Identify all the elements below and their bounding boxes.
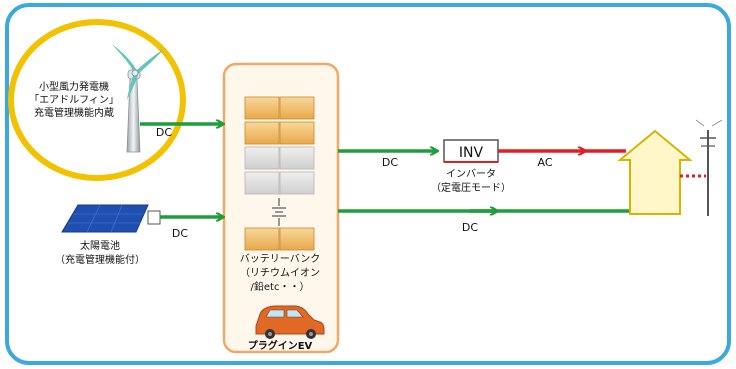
solar-controller-box [147,210,161,225]
battery-stack-icon [244,96,315,195]
ac-label: AC [537,156,552,169]
battery-connector-symbol [272,198,286,226]
battery-label-line2: （リチウムイオン [240,267,320,279]
inverter-box-label: INV [459,145,484,161]
wind-label-line2: 「エアドルフィン」 [29,94,119,106]
battery-to-inverter-dc-label: DC [382,156,398,169]
solar-label-line1: 太陽電池 [80,239,120,252]
wind-label-line1: 小型風力発電機 [39,80,109,93]
house-icon [617,129,693,215]
ev-label: プラグインEV [248,339,313,352]
solar-panel-icon [61,204,149,233]
outer-frame [5,3,731,365]
wind-turbine-icon [112,44,165,153]
wind-dc-label: DC [156,126,172,139]
inverter-label-line1: インバータ [446,168,496,180]
wind-label-line3: 充電管理機能内蔵 [34,106,114,119]
solar-label-line2: （充電管理機能付） [55,253,145,266]
battery-label-line3: /鉛etc・・） [251,280,310,293]
wind-highlight-circle [8,19,186,181]
solar-dc-label: DC [172,227,188,240]
battery-stack-bottom-icon [244,227,315,251]
battery-label-line1: バッテリーバンク [240,253,320,265]
inverter-label-line2: （定電圧モード） [431,181,511,194]
car-icon [255,305,325,339]
utility-pole-icon [695,119,723,216]
direct-dc-label: DC [462,221,478,234]
